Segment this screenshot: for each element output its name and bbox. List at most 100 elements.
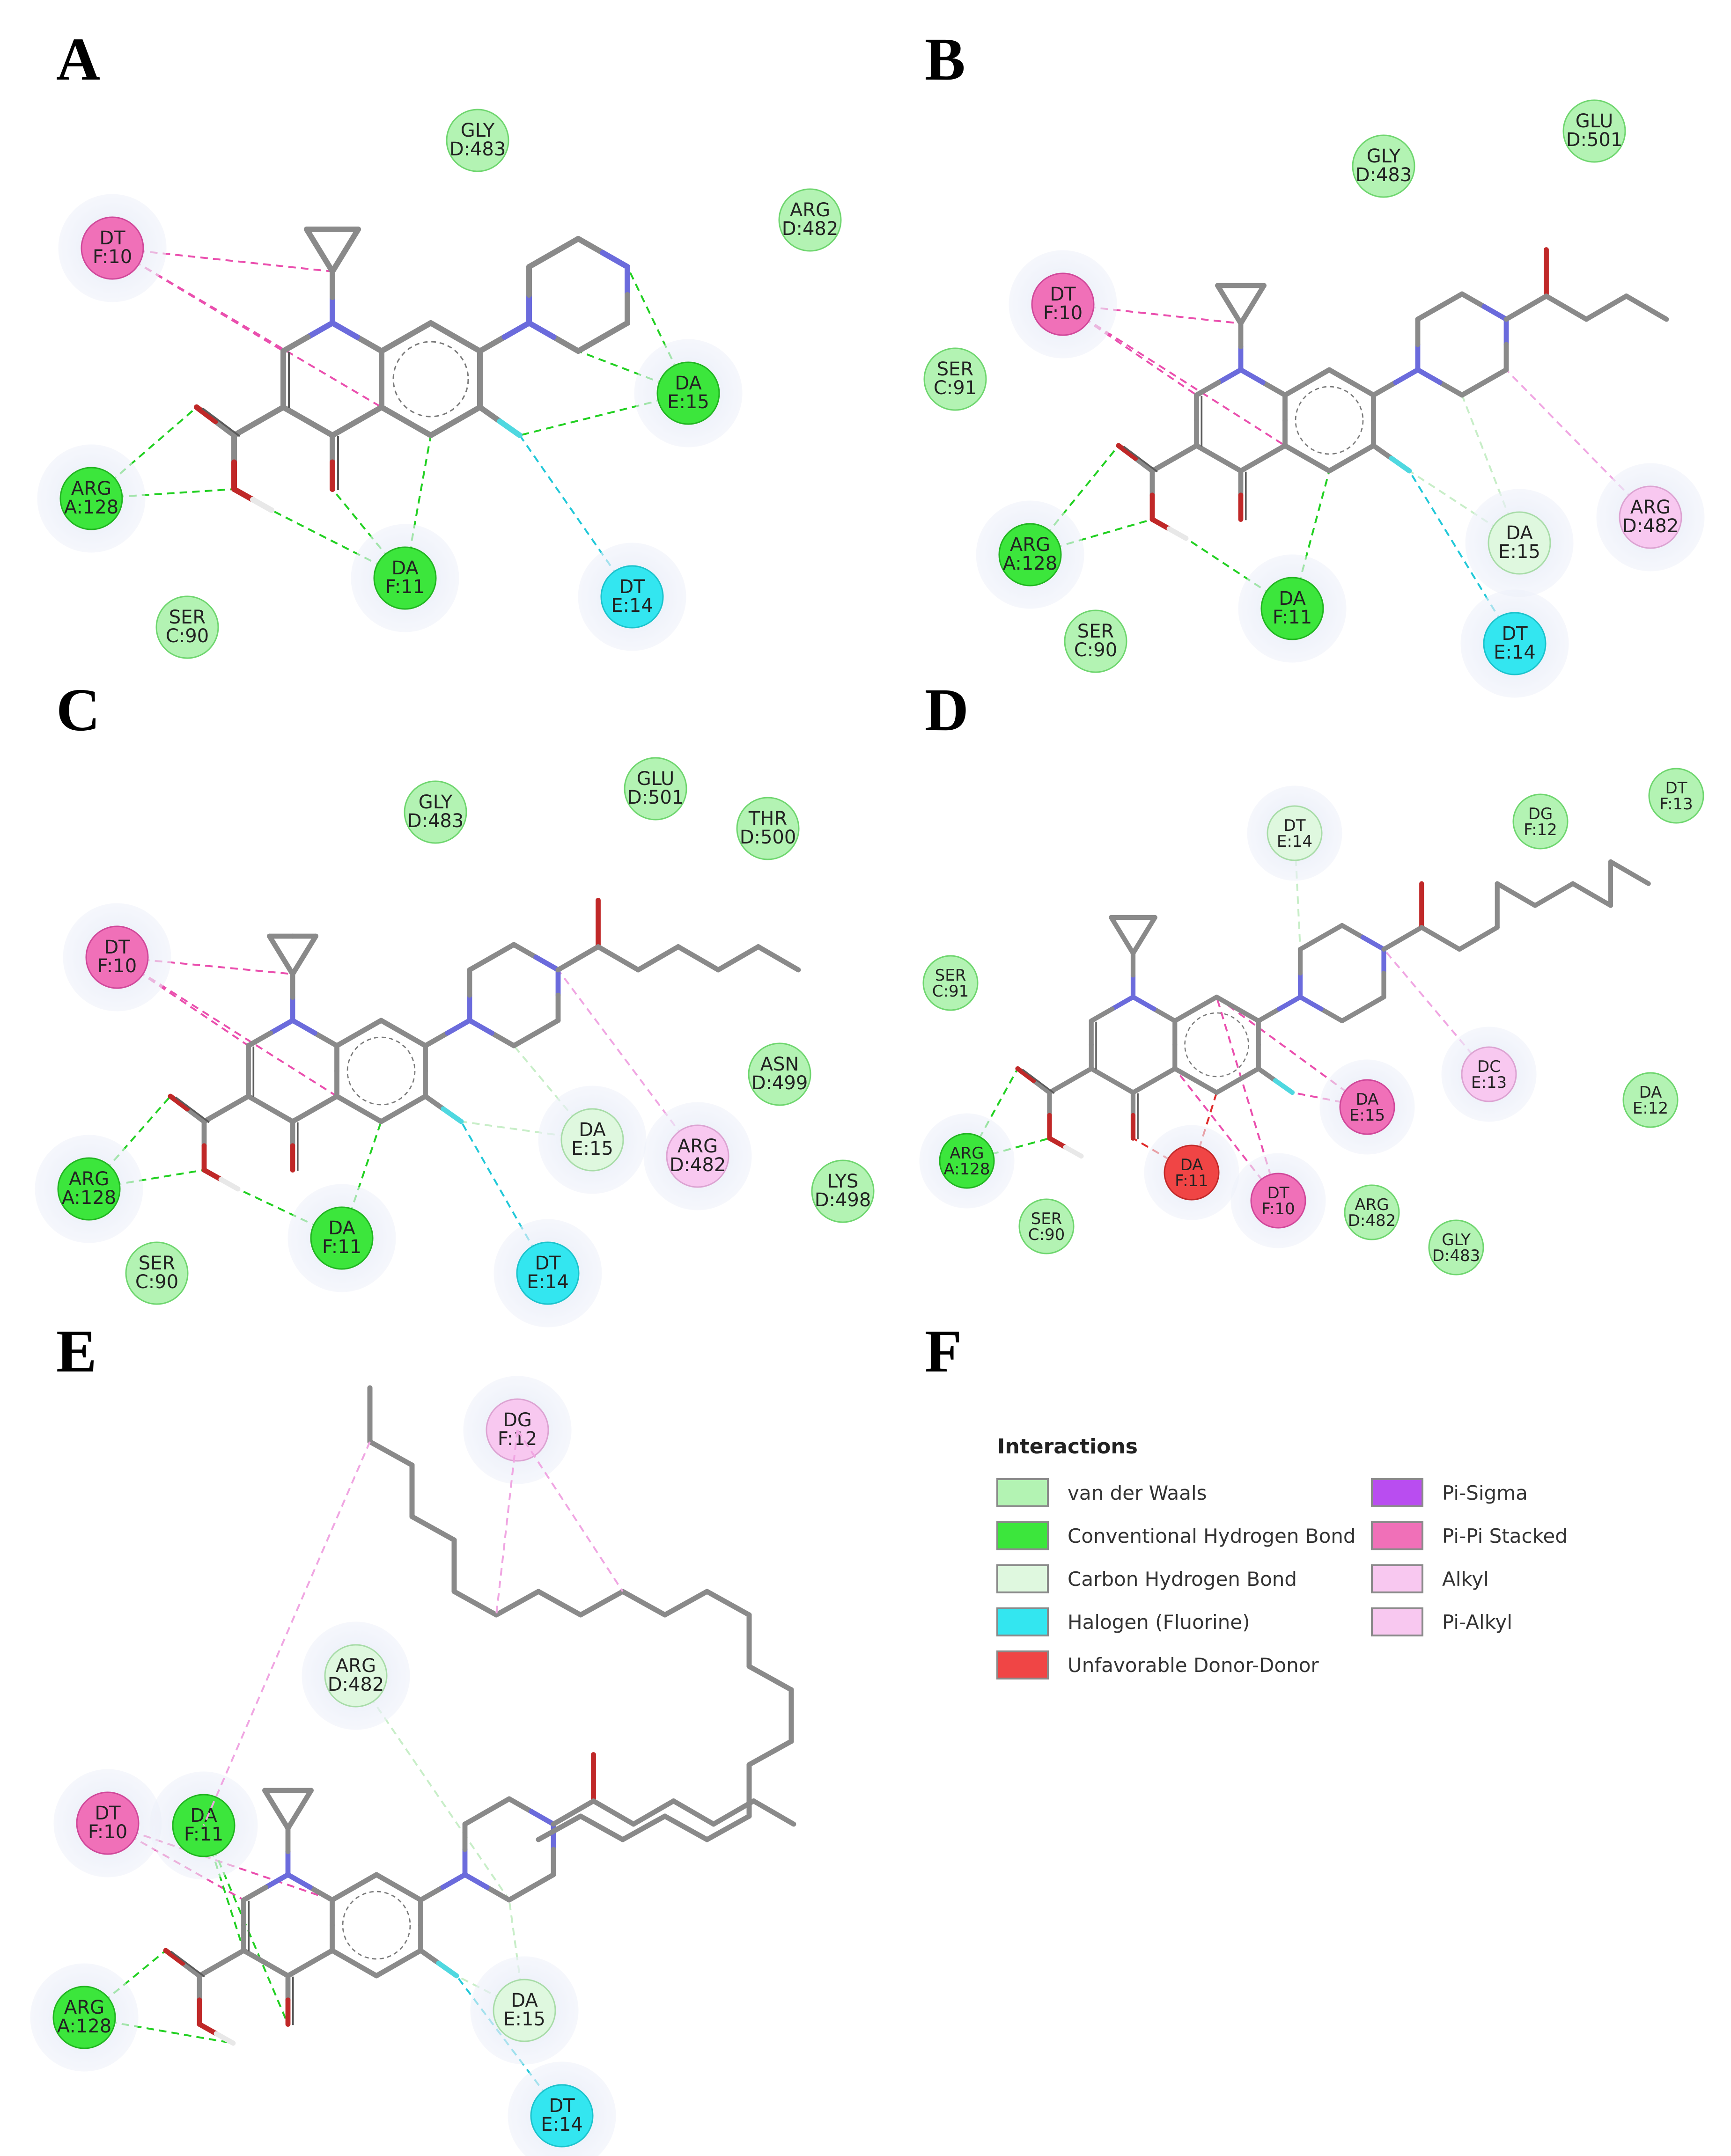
residue-da-e-15: DAE:15 bbox=[1319, 1059, 1415, 1155]
residue-name: SER bbox=[935, 966, 966, 985]
residue-name: GLY bbox=[1367, 146, 1401, 167]
residue-da-e-15: DAE:15 bbox=[470, 1956, 579, 2065]
panel-label: D bbox=[925, 676, 969, 744]
residue-da-f-11: DAF:11 bbox=[351, 524, 459, 632]
residue-id: D:483 bbox=[1355, 164, 1412, 186]
residue-name: ARG bbox=[69, 1168, 109, 1190]
legend-item-conventional-hbond: Conventional Hydrogen Bond bbox=[996, 1521, 1356, 1550]
residue-disc bbox=[666, 1124, 729, 1188]
residue-dt-e-14: DTE:14 bbox=[494, 1219, 602, 1327]
interaction-line bbox=[91, 488, 235, 499]
legend-title: Interactions bbox=[997, 1435, 1138, 1459]
residue-id: E:14 bbox=[527, 1271, 569, 1293]
residue-dt-e-14: DTE:14 bbox=[1460, 589, 1569, 698]
residue-name: GLU bbox=[637, 768, 675, 790]
residue-id: F:11 bbox=[1273, 607, 1312, 628]
residue-name: DT bbox=[535, 1253, 561, 1274]
residue-dg-f-12: DGF:12 bbox=[1512, 793, 1569, 850]
residue-name: DT bbox=[95, 1803, 121, 1824]
legend-swatch bbox=[1371, 1564, 1423, 1593]
interaction-line bbox=[495, 1430, 518, 1615]
residue-disc bbox=[811, 1159, 875, 1223]
residue-id: E:13 bbox=[1471, 1073, 1507, 1092]
residue-name: ARG bbox=[71, 478, 111, 499]
panel-d: DDTE:14DGF:12DTF:13SERC:91DCE:13DAE:15DA… bbox=[919, 676, 1704, 1276]
residue-id: A:128 bbox=[64, 497, 118, 518]
residue-layer: GLYD:483ARGD:482DTF:10DAE:15ARGA:128DAF:… bbox=[37, 109, 842, 659]
legend-item-pi-alkyl: Pi-Alkyl bbox=[1371, 1607, 1512, 1636]
residue-name: DA bbox=[328, 1217, 355, 1239]
interaction-line bbox=[1185, 537, 1293, 609]
residue-id: E:15 bbox=[1498, 541, 1540, 563]
residue-name: ARG bbox=[950, 1144, 984, 1163]
panel-label: F bbox=[925, 1318, 962, 1385]
ligand-structure bbox=[168, 898, 801, 1192]
residue-id: E:14 bbox=[541, 2114, 583, 2135]
panel-b: BGLYD:483GLUD:501DTF:10SERC:91ARGD:482DA… bbox=[923, 26, 1705, 698]
legend-label: Pi-Sigma bbox=[1442, 1481, 1528, 1504]
residue-id: E:15 bbox=[503, 2009, 545, 2030]
panel-e: EDGF:12ARGD:482DTF:10DAF:11ARGA:128DAE:1… bbox=[30, 1318, 796, 2156]
legend-label: Unfavorable Donor-Donor bbox=[1068, 1654, 1319, 1677]
residue-name: DA bbox=[1279, 588, 1306, 609]
residue-name: DA bbox=[675, 373, 702, 394]
residue-name: DA bbox=[579, 1119, 606, 1141]
residue-dt-f-13: DTF:13 bbox=[1648, 768, 1704, 824]
residue-da-f-11: DAF:11 bbox=[287, 1184, 396, 1292]
legend-item-halogen: Halogen (Fluorine) bbox=[996, 1607, 1250, 1636]
residue-da-e-12: DAE:12 bbox=[1622, 1072, 1679, 1128]
residue-disc bbox=[310, 1206, 374, 1270]
panel-label: A bbox=[56, 26, 100, 93]
residue-name: DA bbox=[1180, 1156, 1203, 1174]
residue-da-f-11: DAF:11 bbox=[1144, 1125, 1239, 1220]
residue-id: D:499 bbox=[751, 1072, 808, 1094]
residue-disc bbox=[778, 188, 842, 252]
legend-swatch bbox=[996, 1650, 1049, 1679]
residue-disc bbox=[1483, 612, 1547, 675]
residue-id: F:11 bbox=[322, 1236, 361, 1258]
residue-disc bbox=[1018, 1198, 1075, 1254]
residue-disc bbox=[76, 1791, 140, 1855]
residue-disc bbox=[516, 1241, 580, 1305]
panel-label: E bbox=[56, 1318, 97, 1385]
residue-disc bbox=[1267, 805, 1323, 861]
residue-disc bbox=[1164, 1144, 1220, 1201]
ligand-alkyl-chain bbox=[367, 1385, 794, 1842]
residue-name: DT bbox=[99, 227, 125, 249]
residue-disc bbox=[52, 1986, 116, 2049]
residue-id: E:14 bbox=[1277, 832, 1312, 851]
residue-name: DA bbox=[190, 1805, 217, 1826]
legend-label: Pi-Alkyl bbox=[1442, 1611, 1512, 1634]
interaction-line bbox=[404, 435, 432, 579]
residue-name: SER bbox=[1031, 1210, 1062, 1228]
residue-name: DA bbox=[511, 1990, 538, 2011]
residue-id: D:482 bbox=[1622, 515, 1679, 537]
residue-id: F:13 bbox=[1659, 795, 1693, 814]
residue-dc-e-13: DCE:13 bbox=[1441, 1027, 1537, 1122]
residue-name: ARG bbox=[336, 1655, 376, 1677]
legend-label: van der Waals bbox=[1068, 1481, 1207, 1504]
residue-disc bbox=[1461, 1046, 1517, 1102]
residue-name: SER bbox=[169, 607, 206, 628]
residue-disc bbox=[125, 1241, 189, 1305]
residue-name: DA bbox=[1356, 1090, 1379, 1109]
residue-id: D:501 bbox=[1566, 129, 1623, 151]
residue-id: D:482 bbox=[670, 1154, 726, 1176]
residue-name: DG bbox=[1528, 805, 1553, 823]
residue-disc bbox=[1031, 272, 1095, 336]
residue-name: ARG bbox=[1630, 497, 1671, 518]
residue-disc bbox=[560, 1108, 624, 1172]
residue-id: D:483 bbox=[407, 810, 464, 832]
residue-name: DT bbox=[1050, 284, 1076, 305]
panel-a: AGLYD:483ARGD:482DTF:10DAE:15ARGA:128DAF… bbox=[37, 26, 842, 659]
ligand-structure bbox=[1015, 859, 1651, 1159]
